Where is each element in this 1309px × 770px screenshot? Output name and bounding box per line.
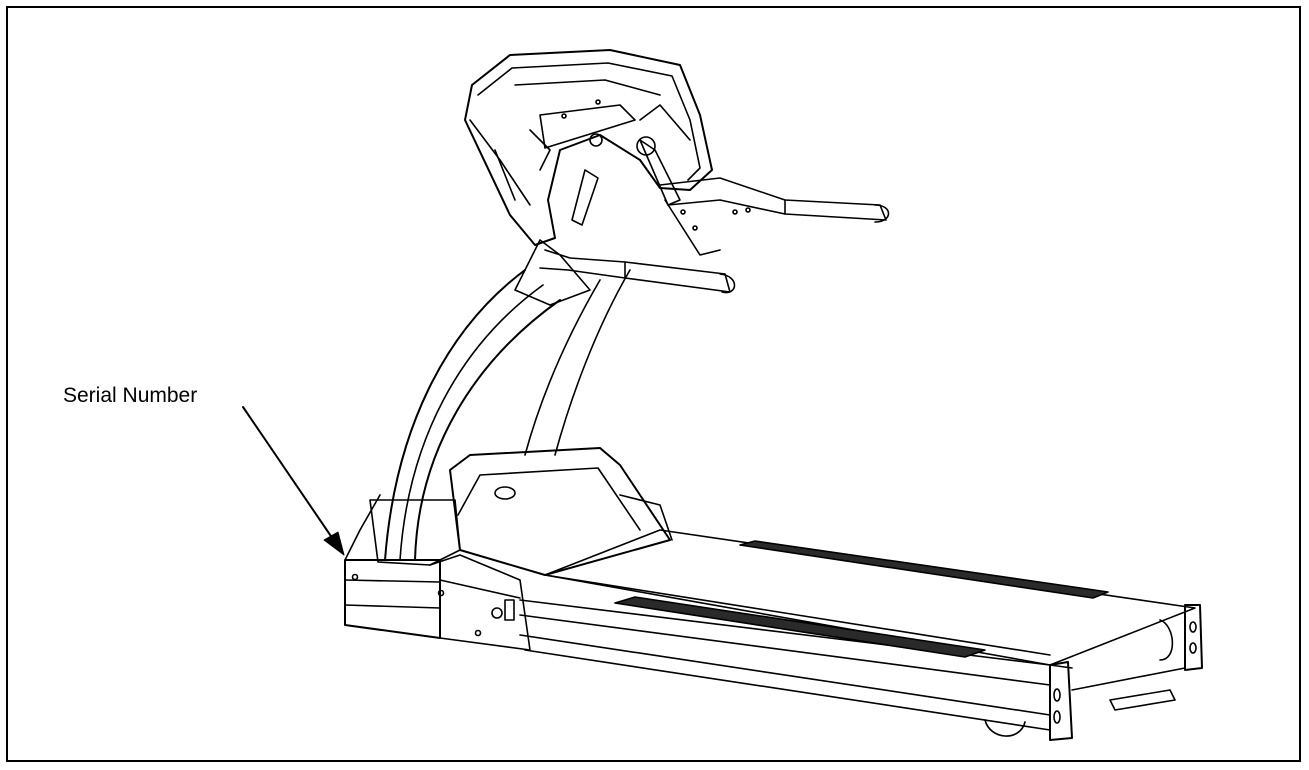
handrail-far (659, 177, 890, 256)
serial-number-arrow (242, 406, 345, 556)
front-base (344, 494, 531, 651)
belt-strips (614, 540, 1109, 658)
console-posts (571, 136, 681, 226)
serial-number-label: Serial Number (63, 384, 198, 407)
deck-frame (519, 529, 1203, 741)
console (464, 49, 713, 246)
motor-hood (369, 447, 673, 576)
uprights (384, 269, 631, 561)
handrail-near (514, 239, 736, 306)
figure-frame (6, 6, 1301, 762)
